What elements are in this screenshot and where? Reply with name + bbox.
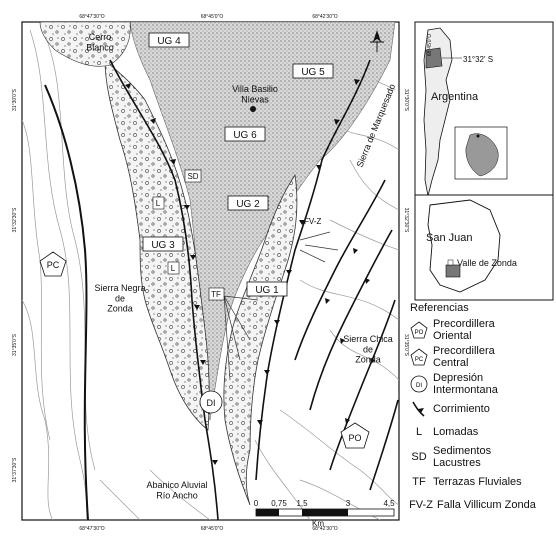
svg-text:31°37'30"S: 31°37'30"S — [12, 457, 18, 482]
svg-text:UG 1: UG 1 — [255, 285, 279, 296]
svg-text:68°45'0"O: 68°45'0"O — [201, 526, 224, 532]
sd-label: SD — [184, 169, 202, 183]
scale-bar: 0 0,75 1,5 3 4,5 Km — [254, 499, 395, 528]
unit-box: UG 6 — [224, 126, 266, 142]
svg-text:L: L — [171, 264, 176, 273]
svg-text:TF: TF — [211, 290, 221, 299]
western-fault — [44, 84, 89, 520]
unit-box: UG 4 — [148, 32, 190, 48]
svg-text:31°32' S: 31°32' S — [463, 55, 493, 64]
svg-text:0,75: 0,75 — [271, 499, 287, 508]
svg-text:31°30'0"S: 31°30'0"S — [12, 88, 18, 111]
svg-text:DI: DI — [207, 398, 216, 408]
coordinate-labels: 68°47'30"O 68°45'0"O 68°42'30"O 68°47'30… — [12, 14, 409, 532]
svg-text:L: L — [156, 199, 161, 208]
svg-text:PC: PC — [47, 260, 60, 270]
fvz-branches — [299, 231, 339, 263]
fvz-label: FV-Z — [304, 217, 321, 226]
thrust-teeth — [125, 79, 375, 465]
svg-text:Km: Km — [312, 519, 324, 528]
pentagon-icon: PC — [408, 347, 430, 367]
legend-title: Referencias — [410, 302, 469, 314]
cerro-blanco-fill — [39, 22, 131, 67]
svg-text:68°42'30"O: 68°42'30"O — [312, 14, 337, 20]
san-juan-highlight — [425, 47, 443, 69]
svg-text:PC: PC — [415, 357, 424, 363]
inset-argentina: 31°32' S Argentina 68°45'0"O — [414, 21, 554, 204]
lomada-label: L — [167, 261, 180, 275]
legend-item-fvz: FV-Z Falla Villicum Zonda — [409, 499, 536, 511]
svg-text:PO: PO — [348, 433, 361, 443]
svg-text:68°47'30"O: 68°47'30"O — [79, 14, 104, 20]
unit-box: UG 3 — [142, 236, 184, 252]
svg-text:Argentina: Argentina — [431, 91, 479, 103]
pentagon-icon: PO — [408, 320, 430, 340]
thrust-icon — [408, 399, 430, 419]
valley-fill — [129, 22, 396, 421]
legend-item-thrust: Corrimiento — [408, 399, 554, 419]
svg-text:31°30'0"S: 31°30'0"S — [403, 89, 409, 112]
town-marker — [250, 106, 256, 112]
di-symbol: DI — [199, 390, 223, 414]
north-arrow-icon — [370, 30, 384, 52]
svg-text:68°45'0"O: 68°45'0"O — [201, 14, 224, 20]
unit-box: UG 2 — [227, 195, 269, 211]
tf-label: TF — [208, 287, 225, 301]
svg-text:San Juan: San Juan — [426, 232, 472, 244]
svg-text:PO: PO — [415, 330, 424, 336]
svg-text:68°47'30"O: 68°47'30"O — [79, 526, 104, 532]
south-america-icon — [465, 133, 499, 177]
po-symbol: PO — [340, 422, 370, 449]
svg-text:Valle de Zonda: Valle de Zonda — [457, 258, 517, 268]
svg-text:UG 4: UG 4 — [157, 36, 181, 47]
thrust-faults — [109, 59, 399, 520]
inset-san-juan: San Juan Valle de Zonda — [414, 194, 554, 301]
circle-icon: DI — [408, 374, 430, 394]
pc-symbol: PC — [39, 251, 67, 277]
lomada-label: L — [152, 196, 165, 210]
svg-text:0: 0 — [254, 499, 259, 508]
svg-text:UG 3: UG 3 — [151, 240, 175, 251]
svg-text:31°35'0"S: 31°35'0"S — [403, 334, 409, 357]
legend-item-tf: TF Terrazas Fluviales — [412, 476, 522, 488]
svg-text:SD: SD — [187, 172, 198, 181]
svg-text:UG 5: UG 5 — [301, 67, 325, 78]
svg-text:31°32'30"S: 31°32'30"S — [12, 207, 18, 232]
unit-box: UG 5 — [292, 63, 334, 79]
svg-text:4,5: 4,5 — [383, 499, 395, 508]
svg-text:UG 2: UG 2 — [236, 199, 260, 210]
unit-box: UG 1 — [246, 281, 288, 297]
svg-text:68°45'0"O: 68°45'0"O — [427, 34, 433, 57]
svg-text:31°35'0"S: 31°35'0"S — [12, 333, 18, 356]
legend-item-lomadas: L Lomadas — [415, 426, 479, 438]
svg-text:68°42'30"O: 68°42'30"O — [312, 526, 337, 532]
svg-text:31°32'30"S: 31°32'30"S — [403, 208, 409, 233]
svg-text:1,5: 1,5 — [296, 499, 308, 508]
svg-text:DI: DI — [416, 383, 422, 389]
terrace-rays — [223, 295, 259, 381]
svg-text:3: 3 — [346, 499, 351, 508]
svg-text:UG 6: UG 6 — [233, 130, 257, 141]
